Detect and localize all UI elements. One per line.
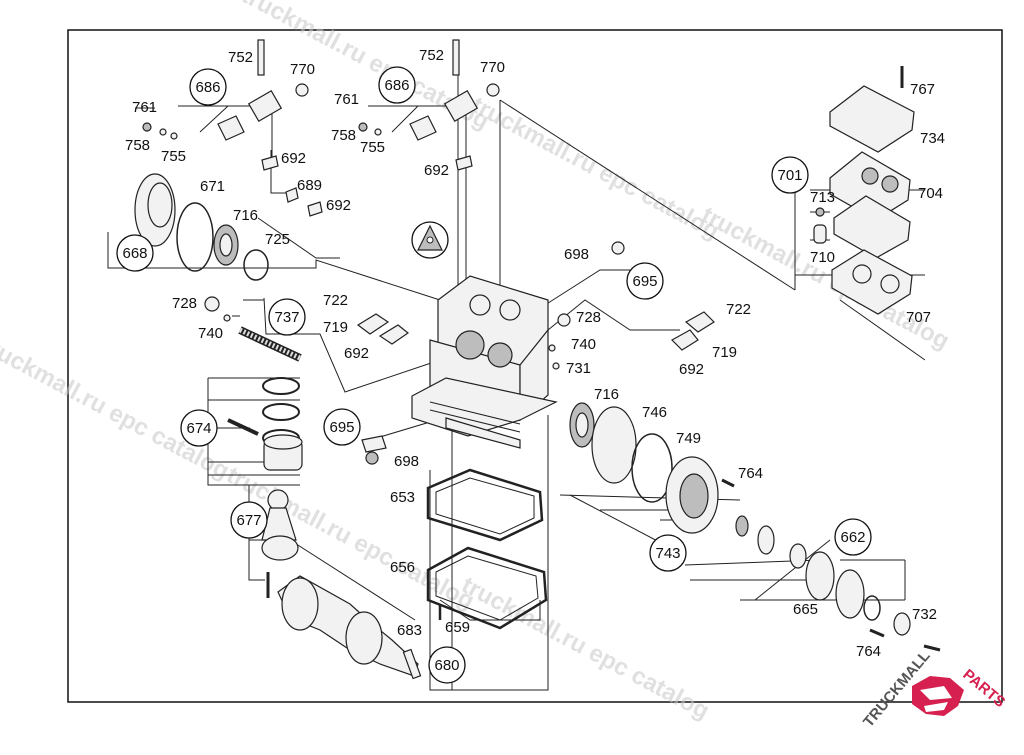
callout-label: 686 [384, 77, 409, 94]
callout-label: 674 [186, 420, 211, 437]
part-label[interactable]: 692 [679, 361, 704, 378]
part-label[interactable]: 665 [793, 601, 818, 618]
brand-text-accent: PARTS [959, 666, 1008, 711]
part-label[interactable]: 755 [360, 139, 385, 156]
part-label[interactable]: 704 [918, 185, 943, 202]
callout-label: 695 [329, 419, 354, 436]
callout-label: 701 [777, 167, 802, 184]
callout-label: 737 [274, 309, 299, 326]
cylinder-block [411, 275, 558, 449]
part-label[interactable]: 728 [576, 309, 601, 326]
part-label[interactable]: 758 [125, 137, 150, 154]
callout-label: 743 [655, 545, 680, 562]
part-label[interactable]: 749 [676, 430, 701, 447]
part-label[interactable]: 710 [810, 249, 835, 266]
part-label[interactable]: 761 [334, 91, 359, 108]
callout-743[interactable]: 743 [649, 534, 687, 572]
part-label[interactable]: 719 [712, 344, 737, 361]
part-label[interactable]: 725 [265, 231, 290, 248]
callout-677[interactable]: 677 [230, 501, 268, 539]
callout-label: 680 [434, 657, 459, 674]
part-label[interactable]: 722 [726, 301, 751, 318]
part-label[interactable]: 764 [738, 465, 763, 482]
callout-695-bottom[interactable]: 695 [323, 408, 361, 446]
part-label[interactable]: 740 [571, 336, 596, 353]
crankshaft [277, 575, 422, 680]
part-label[interactable]: 752 [228, 49, 253, 66]
callout-695-top[interactable]: 695 [626, 262, 664, 300]
part-label[interactable]: 746 [642, 404, 667, 421]
callout-label: 686 [195, 79, 220, 96]
part-label[interactable]: 698 [394, 453, 419, 470]
part-label[interactable]: 770 [480, 59, 505, 76]
shaft-seal-stack [735, 515, 941, 652]
front-seal-group [134, 173, 269, 281]
part-label[interactable]: 764 [856, 643, 881, 660]
watermark: truckmall.ru epc catalog [467, 91, 723, 244]
part-label[interactable]: 719 [323, 319, 348, 336]
callout-label: 677 [236, 512, 261, 529]
part-label[interactable]: 732 [912, 606, 937, 623]
part-label[interactable]: 692 [424, 162, 449, 179]
long-bolt-group [204, 296, 302, 362]
part-label[interactable]: 656 [390, 559, 415, 576]
diagram-frame [67, 29, 1003, 703]
callout-680[interactable]: 680 [428, 646, 466, 684]
part-label[interactable]: 722 [323, 292, 348, 309]
part-number-labels: 752 770 761 758 755 692 689 692 752 770 … [125, 47, 945, 660]
rear-cover-group [569, 402, 735, 534]
part-label[interactable]: 692 [326, 197, 351, 214]
watermark: truckmall.ru epc catalog [222, 461, 478, 614]
part-label[interactable]: 653 [390, 489, 415, 506]
connecting-rod [261, 489, 299, 598]
callout-737[interactable]: 737 [268, 298, 306, 336]
valve-assembly-left [142, 39, 323, 217]
truckmall-parts-logo: TRUCKMALL PARTS [860, 648, 1008, 731]
part-label[interactable]: 707 [906, 309, 931, 326]
watermark: truckmall.ru epc catalog [697, 201, 953, 354]
part-label[interactable]: 692 [281, 150, 306, 167]
watermark: truckmall.ru epc catalog [0, 331, 234, 484]
callout-686-right[interactable]: 686 [378, 66, 416, 104]
part-label[interactable]: 758 [331, 127, 356, 144]
part-label[interactable]: 698 [564, 246, 589, 263]
valve-assembly-right [358, 39, 500, 171]
part-label[interactable]: 716 [594, 386, 619, 403]
piston-group [227, 377, 303, 471]
part-label[interactable]: 767 [910, 81, 935, 98]
part-label[interactable]: 692 [344, 345, 369, 362]
part-label[interactable]: 728 [172, 295, 197, 312]
callout-701[interactable]: 701 [771, 156, 809, 194]
fitting-lower [361, 435, 387, 465]
valve-plate-group [813, 66, 915, 315]
part-label[interactable]: 740 [198, 325, 223, 342]
gaskets-lower [426, 468, 548, 630]
part-label[interactable]: 713 [810, 189, 835, 206]
part-label[interactable]: 755 [161, 148, 186, 165]
callout-674[interactable]: 674 [180, 409, 218, 447]
part-label[interactable]: 752 [419, 47, 444, 64]
part-label[interactable]: 734 [920, 130, 945, 147]
part-label[interactable]: 731 [566, 360, 591, 377]
part-label[interactable]: 770 [290, 61, 315, 78]
callout-label: 695 [632, 273, 657, 290]
part-label[interactable]: 716 [233, 207, 258, 224]
part-label[interactable]: 689 [297, 177, 322, 194]
callout-label: 668 [122, 245, 147, 262]
part-label[interactable]: 761 [132, 99, 157, 116]
callout-label: 662 [840, 529, 865, 546]
part-label[interactable]: 671 [200, 178, 225, 195]
part-label[interactable]: 683 [397, 622, 422, 639]
triangle-plate [411, 221, 449, 259]
callout-668[interactable]: 668 [116, 234, 154, 272]
small-gaskets [356, 241, 715, 370]
callout-686-left[interactable]: 686 [189, 68, 227, 106]
part-label[interactable]: 659 [445, 619, 470, 636]
callout-662[interactable]: 662 [834, 518, 872, 556]
